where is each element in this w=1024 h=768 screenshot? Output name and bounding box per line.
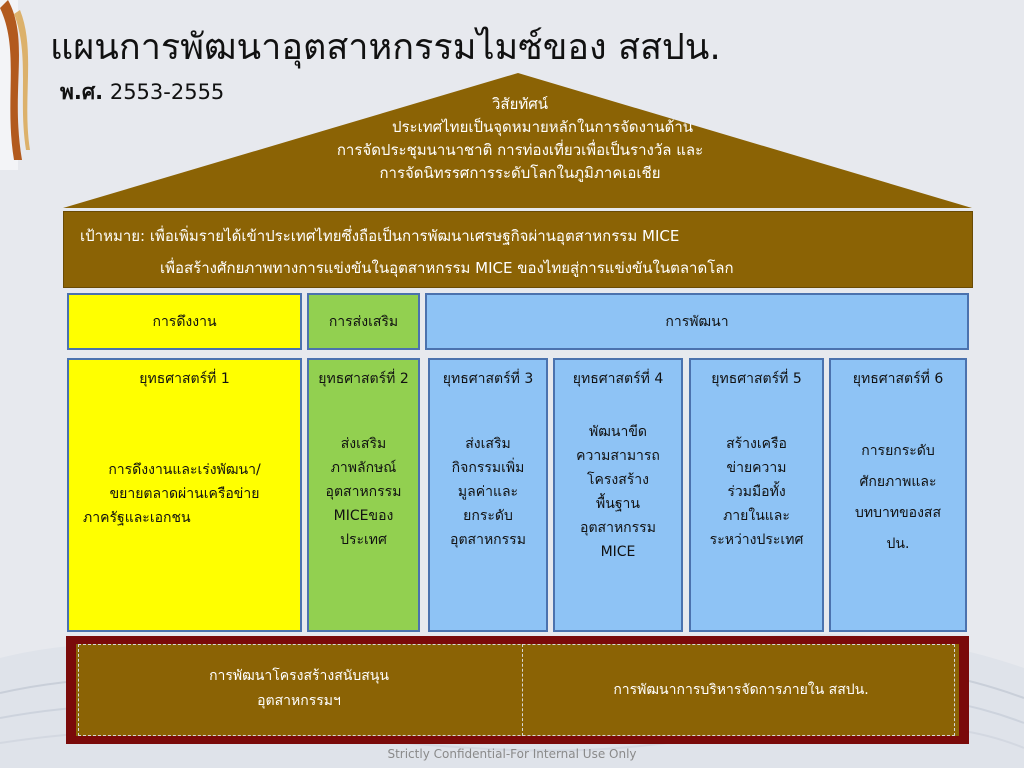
strategy-line: ภาพลักษณ์	[330, 460, 397, 476]
vision-line: การจัดนิทรรศการระดับโลกในภูมิภาคเอเชีย	[379, 164, 661, 182]
strategy-line: ประเทศ	[340, 532, 387, 548]
strategy-2: ยุทธศาสตร์ที่ 2 ส่งเสริม ภาพลักษณ์ อุตสา…	[307, 358, 420, 632]
vision-text: วิสัยทัศน์ ประเทศไทยเป็นจุดหมายหลักในการ…	[200, 93, 840, 185]
strategy-line: การยกระดับ	[861, 443, 935, 459]
vision-roof	[63, 73, 972, 208]
strategy-line: ร่วมมือทั้ง	[727, 484, 786, 500]
vision-line: ประเทศไทยเป็นจุดหมายหลักในการจัดงานด้าน	[391, 118, 694, 136]
strategy-line: โครงสร้าง	[586, 472, 649, 488]
strategy-line: อุตสาหกรรม	[325, 484, 402, 500]
strategy-line: อุตสาหกรรม	[450, 532, 526, 548]
strategy-body: พัฒนาขีด ความสามารถ โครงสร้าง พื้นฐาน อุ…	[557, 420, 679, 564]
category-develop: การพัฒนา	[425, 293, 969, 350]
strategy-line: บทบาทของสส	[855, 505, 941, 521]
strategy-body: การดึงงานและเร่งพัฒนา/ ขยายตลาดผ่านเครือ…	[71, 458, 298, 530]
strategy-4: ยุทธศาสตร์ที่ 4 พัฒนาขีด ความสามารถ โครง…	[553, 358, 683, 632]
strategy-title: ยุทธศาสตร์ที่ 5	[711, 371, 802, 387]
strategy-body: การยกระดับ ศักยภาพและ บทบาทของสส ปน.	[833, 436, 963, 560]
foundation-left: การพัฒนาโครงสร้างสนับสนุน อุตสาหกรรมฯ	[76, 664, 522, 714]
foundation-box: การพัฒนาโครงสร้างสนับสนุน อุตสาหกรรมฯ กา…	[66, 636, 969, 744]
strategy-line: พื้นฐาน	[596, 496, 640, 512]
strategy-line: กิจกรรมเพิ่ม	[451, 460, 525, 476]
strategy-3: ยุทธศาสตร์ที่ 3 ส่งเสริม กิจกรรมเพิ่ม มู…	[428, 358, 548, 632]
foundation-right: การพัฒนาการบริหารจัดการภายใน สสปน.	[613, 682, 869, 698]
strategy-line: สร้างเครือ	[726, 436, 787, 452]
goal-line: เพื่อสร้างศักยภาพทางการแข่งขันในอุตสาหกร…	[160, 259, 734, 277]
goal-line: เป้าหมาย: เพื่อเพิ่มรายได้เข้าประเทศไทยซ…	[80, 227, 680, 245]
strategy-title: ยุทธศาสตร์ที่ 6	[852, 371, 944, 387]
foundation-divider	[522, 644, 523, 736]
strategy-line: ความสามารถ	[576, 448, 660, 464]
strategy-5: ยุทธศาสตร์ที่ 5 สร้างเครือ ข่ายความ ร่วม…	[689, 358, 824, 632]
strategy-1: ยุทธศาสตร์ที่ 1 การดึงงานและเร่งพัฒนา/ ข…	[67, 358, 302, 632]
strategy-line: ส่งเสริม	[340, 436, 387, 452]
strategy-line: ข่ายความ	[726, 460, 787, 476]
strategy-line: ยกระดับ	[463, 508, 513, 524]
strategy-line: มูลค่าและ	[457, 484, 519, 500]
strategy-line: ศักยภาพและ	[859, 474, 937, 490]
confidential-footer: Strictly Confidential-For Internal Use O…	[387, 747, 637, 761]
flame-logo-decoration	[0, 0, 30, 170]
subtitle-years: 2553-2555	[109, 80, 225, 104]
foundation-left-line: การพัฒนาโครงสร้างสนับสนุน	[209, 668, 389, 684]
strategy-title: ยุทธศาสตร์ที่ 4	[572, 371, 664, 387]
page-title: แผนการพัฒนาอุตสาหกรรมไมซ์ของ สสปน.	[50, 27, 721, 68]
page-subtitle: พ.ศ. 2553-2555	[60, 76, 224, 109]
strategy-line: อุตสาหกรรม	[580, 520, 656, 536]
vision-heading: วิสัยทัศน์	[491, 95, 549, 113]
strategy-line: ภาครัฐและเอกชน	[83, 510, 191, 526]
strategy-title: ยุทธศาสตร์ที่ 1	[139, 371, 230, 387]
strategy-title: ยุทธศาสตร์ที่ 2	[318, 371, 409, 387]
strategy-line: ขยายตลาดผ่านเครือข่าย	[109, 486, 260, 502]
strategy-line: ภายในและ	[723, 508, 790, 524]
strategy-body: สร้างเครือ ข่ายความ ร่วมมือทั้ง ภายในและ…	[693, 432, 820, 552]
strategy-line: ส่งเสริม	[465, 436, 511, 452]
strategy-line: ระหว่างประเทศ	[709, 532, 804, 548]
strategy-body: ส่งเสริม ภาพลักษณ์ อุตสาหกรรม MICEของ ปร…	[311, 432, 416, 552]
category-promote: การส่งเสริม	[307, 293, 420, 350]
subtitle-era: พ.ศ.	[60, 80, 104, 104]
strategy-6: ยุทธศาสตร์ที่ 6 การยกระดับ ศักยภาพและ บท…	[829, 358, 967, 632]
strategy-body: ส่งเสริม กิจกรรมเพิ่ม มูลค่าและ ยกระดับ …	[432, 432, 544, 552]
strategy-line: การดึงงานและเร่งพัฒนา/	[108, 462, 261, 478]
strategy-line: MICEของ	[333, 508, 394, 524]
category-pull: การดึงงาน	[67, 293, 302, 350]
strategy-line: พัฒนาขีด	[589, 424, 647, 440]
strategy-line: MICE	[600, 544, 636, 560]
strategy-title: ยุทธศาสตร์ที่ 3	[442, 371, 534, 387]
foundation-dashed-frame	[78, 644, 955, 736]
vision-line: การจัดประชุมนานาชาติ การท่องเที่ยวเพื่อเ…	[336, 141, 704, 159]
goal-box: เป้าหมาย: เพื่อเพิ่มรายได้เข้าประเทศไทยซ…	[63, 211, 973, 288]
strategy-line: ปน.	[886, 536, 910, 552]
foundation-inner: การพัฒนาโครงสร้างสนับสนุน อุตสาหกรรมฯ กา…	[76, 644, 959, 736]
foundation-left-line: อุตสาหกรรมฯ	[257, 693, 341, 709]
